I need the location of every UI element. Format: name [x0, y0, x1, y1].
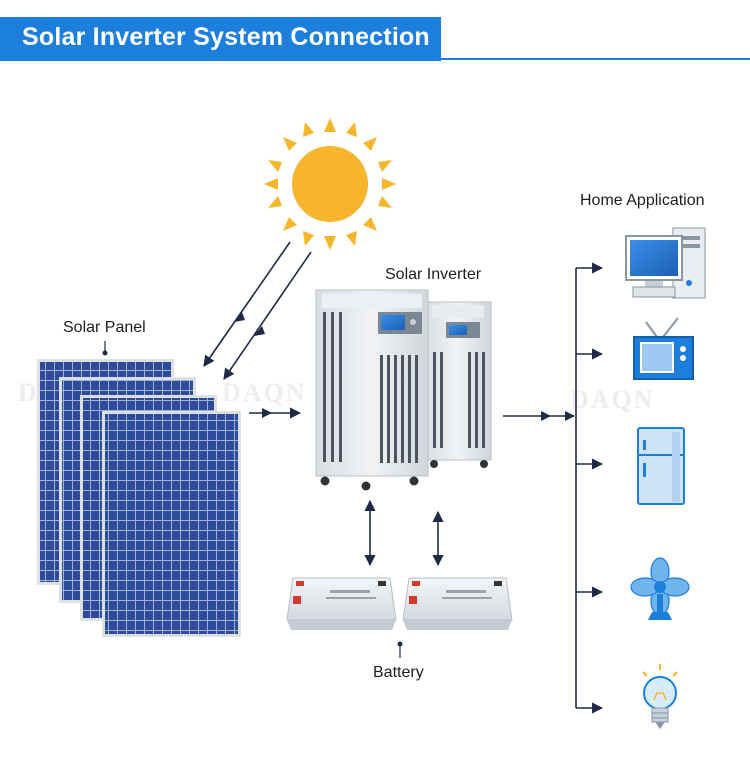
solar-inverter-label: Solar Inverter — [385, 266, 482, 283]
tv-icon — [633, 317, 694, 380]
header-underline — [441, 58, 750, 60]
sun-icon — [264, 118, 396, 250]
home-application-label: Home Application — [580, 192, 705, 209]
battery-label: Battery — [373, 664, 424, 681]
watermark: DAQN — [222, 378, 307, 407]
computer-icon — [625, 227, 706, 299]
solar-panel-label: Solar Panel — [63, 319, 146, 336]
sunlight-arrows — [203, 241, 312, 380]
watermark: DAQN — [570, 385, 655, 414]
solar-inverter-image — [315, 289, 492, 491]
fridge-icon — [637, 427, 685, 505]
solar-panel-image — [37, 359, 241, 637]
panel-to-inverter-arrow — [249, 407, 302, 419]
inverter-battery-arrows — [364, 499, 444, 567]
fan-icon — [630, 557, 690, 620]
inverter-to-home-arrow — [503, 411, 575, 421]
bulb-icon — [642, 664, 678, 729]
battery-image — [286, 577, 513, 630]
header-bar — [0, 17, 441, 61]
page-title: Solar Inverter System Connection — [22, 23, 430, 51]
home-distribution-lines — [575, 262, 604, 714]
